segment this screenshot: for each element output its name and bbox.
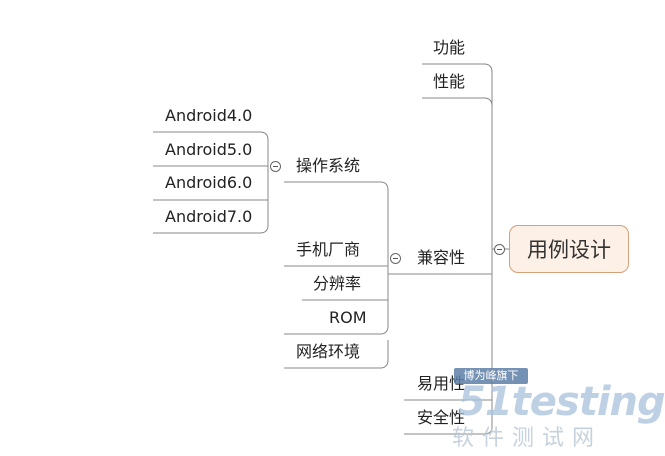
compat-manufacturer[interactable]: 手机厂商 (296, 240, 361, 259)
branch-gongneng[interactable]: 功能 (433, 38, 466, 57)
root-node[interactable]: 用例设计 (509, 225, 629, 273)
compat-network[interactable]: 网络环境 (296, 342, 361, 361)
compat-resolution[interactable]: 分辨率 (313, 274, 362, 293)
compat-rom[interactable]: ROM (329, 308, 367, 327)
os-version-android6[interactable]: Android6.0 (165, 173, 253, 192)
branch-jianrongxing[interactable]: 兼容性 (417, 248, 466, 267)
collapse-os-icon[interactable] (270, 161, 281, 172)
branch-anquanxing[interactable]: 安全性 (417, 408, 466, 427)
branch-yiyongxing[interactable]: 易用性 (417, 374, 466, 393)
connector-compat-spine (284, 181, 389, 335)
branch-xingneng[interactable]: 性能 (433, 72, 466, 91)
watermark-brand: 51testing (458, 379, 665, 425)
os-version-android4[interactable]: Android4.0 (165, 106, 253, 125)
mindmap-canvas: 用例设计 功能 性能 兼容性 易用性 安全性 操作系统 手机厂商 分辨率 ROM… (153, 38, 665, 451)
connector-lines (153, 63, 509, 435)
collapse-root-icon[interactable] (494, 244, 505, 255)
watermark-badge: 博为峰旗下 (454, 368, 528, 384)
os-version-android7[interactable]: Android7.0 (165, 207, 253, 226)
root-node-label: 用例设计 (527, 238, 611, 262)
connector-network (284, 340, 389, 369)
watermark-site: 软件测试网 (452, 426, 603, 451)
compat-os[interactable]: 操作系统 (296, 156, 361, 175)
connector-gongneng (422, 63, 493, 106)
os-version-android5[interactable]: Android5.0 (165, 140, 253, 159)
collapse-compat-icon[interactable] (390, 253, 401, 264)
connector-os-spine (153, 131, 269, 234)
